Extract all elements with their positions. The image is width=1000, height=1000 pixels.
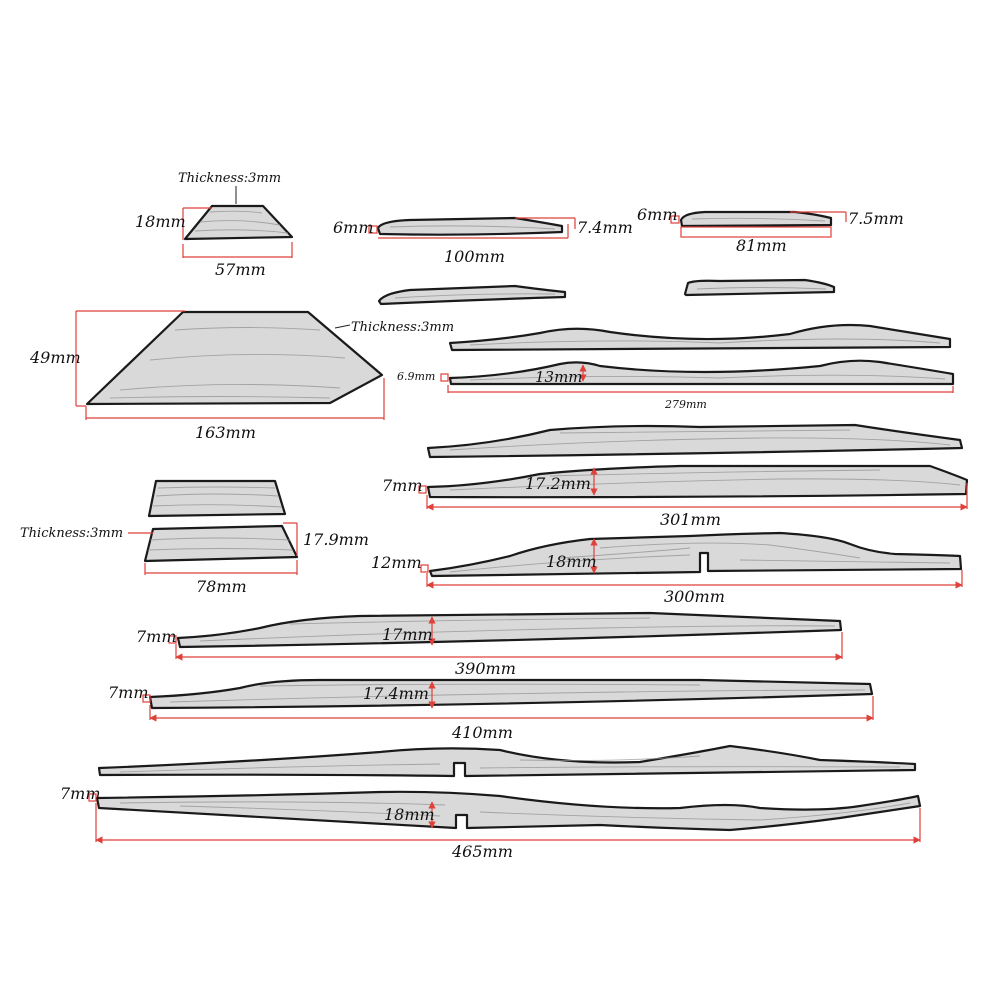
blade-301-lower-piece — [418, 464, 969, 511]
blade-410-length: 410mm — [451, 723, 513, 742]
large-panel-piece — [75, 310, 385, 420]
blade-465-end: 7mm — [60, 784, 101, 803]
blade-300-length: 300mm — [664, 587, 725, 606]
blade-279-length: 279mm — [664, 398, 707, 411]
small-trapezoid-piece — [182, 186, 294, 258]
block-78-width: 78mm — [196, 577, 247, 596]
large-panel-height: 49mm — [29, 348, 81, 367]
strip-a-right-end: 7.4mm — [577, 218, 633, 237]
blade-301-upper-piece — [426, 423, 964, 459]
blade-390-length: 390mm — [455, 659, 516, 678]
blade-301-height: 17.2mm — [525, 474, 591, 493]
block-78-upper-piece — [147, 479, 287, 518]
strip-b-right-end: 7.5mm — [848, 209, 904, 228]
blade-390-end: 7mm — [136, 627, 177, 646]
strip-b-length: 81mm — [736, 236, 787, 255]
large-panel-thickness: Thickness:3mm — [351, 320, 454, 335]
blade-390-piece — [168, 611, 843, 661]
blade-410-end: 7mm — [108, 683, 149, 702]
blade-465-height: 18mm — [384, 805, 435, 824]
strip-b-piece — [670, 210, 847, 238]
blade-465-upper-piece — [97, 744, 917, 778]
blade-300-end: 12mm — [371, 553, 422, 572]
blade-410-height: 17.4mm — [363, 684, 429, 703]
blade-465-length: 465mm — [451, 842, 513, 861]
blade-300-piece — [420, 531, 963, 589]
blade-279-end: 6.9mm — [397, 370, 435, 383]
block-78-height: 17.9mm — [303, 530, 369, 549]
small-trapezoid-thickness: Thickness:3mm — [178, 171, 281, 186]
blade-279-height: 13mm — [535, 368, 583, 386]
blade-279-upper-piece — [448, 323, 952, 352]
strip-a-piece — [368, 216, 576, 239]
strip-b-duplicate-piece — [683, 278, 836, 297]
strip-a-length: 100mm — [444, 247, 505, 266]
blade-301-end: 7mm — [382, 476, 423, 495]
strip-a-left-end: 6mm — [333, 218, 374, 237]
blade-301-length: 301mm — [660, 510, 721, 529]
small-trapezoid-height: 18mm — [135, 212, 186, 231]
strip-a-duplicate-piece — [377, 284, 567, 306]
block-78-lower-piece — [128, 522, 299, 575]
blade-279-lower-piece — [440, 359, 955, 393]
block-78-thickness: Thickness:3mm — [20, 526, 123, 541]
strip-b-left-end: 6mm — [637, 205, 678, 224]
small-trapezoid-width: 57mm — [215, 260, 266, 279]
blade-410-piece — [142, 678, 874, 722]
blade-300-height: 18mm — [546, 552, 597, 571]
blade-390-height: 17mm — [382, 625, 433, 644]
blade-465-lower-piece — [88, 790, 922, 844]
large-panel-width: 163mm — [195, 423, 256, 442]
